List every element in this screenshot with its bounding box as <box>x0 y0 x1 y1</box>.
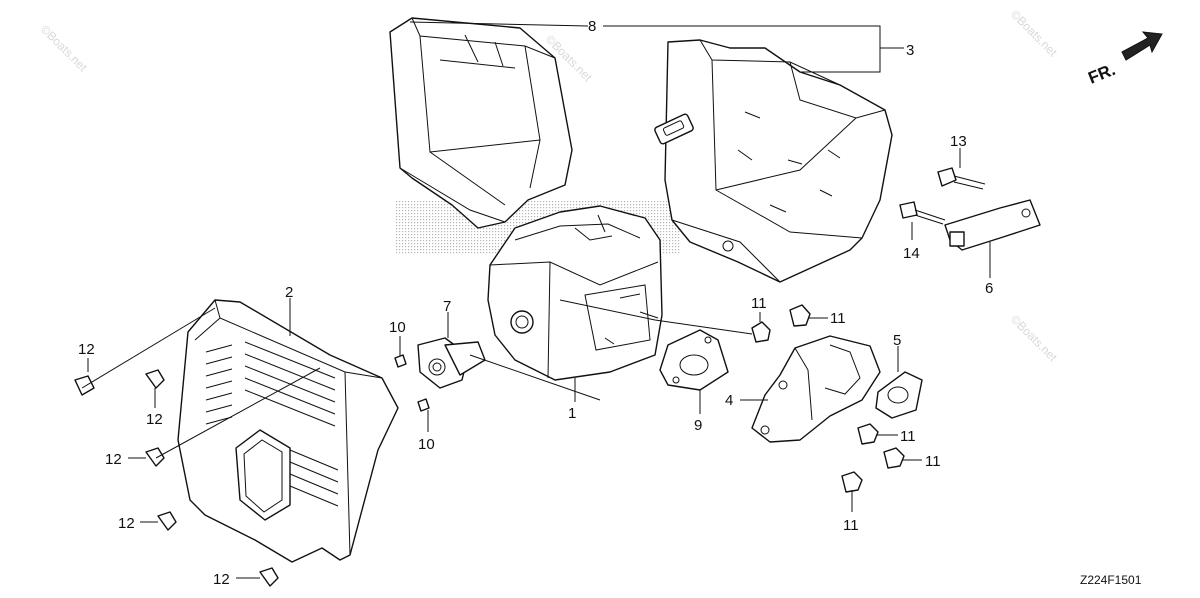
arrow-icon <box>1121 31 1163 61</box>
callout-11-e: 11 <box>843 517 859 534</box>
callout-11-d: 11 <box>925 453 941 470</box>
callout-8: 8 <box>588 18 596 35</box>
part-spark-arrester <box>417 337 486 389</box>
watermark: ©Boats.net <box>1008 312 1060 364</box>
fasteners <box>74 167 986 587</box>
part-heat-shield <box>389 17 573 229</box>
part-bracket <box>944 199 1041 251</box>
callout-4: 4 <box>725 392 733 409</box>
callout-11-c: 11 <box>900 428 916 445</box>
part-gasket-5 <box>875 371 923 419</box>
callout-14: 14 <box>903 245 920 262</box>
callout-13: 13 <box>950 133 967 150</box>
front-label: FR. <box>1086 60 1119 88</box>
callout-2: 2 <box>285 284 293 301</box>
callout-12-b: 12 <box>146 411 163 428</box>
diagram-code: Z224F1501 <box>1080 573 1142 587</box>
callout-5: 5 <box>893 332 901 349</box>
callouts: 8 3 1 2 7 10 10 9 4 5 6 13 14 11 11 11 1… <box>78 18 993 588</box>
callout-7: 7 <box>443 298 451 315</box>
callout-11-b: 11 <box>830 310 846 327</box>
callout-11-a: 11 <box>751 295 767 312</box>
callout-3: 3 <box>906 42 914 59</box>
part-muffler <box>487 205 663 381</box>
front-direction-indicator: FR. <box>1086 31 1163 88</box>
callout-6: 6 <box>985 280 993 297</box>
callout-12-d: 12 <box>118 515 135 532</box>
callout-12-a: 12 <box>78 341 95 358</box>
callout-10-top: 10 <box>389 319 406 336</box>
callout-9: 9 <box>694 417 702 434</box>
part-muffler-cover <box>177 299 399 563</box>
part-gasket-9 <box>659 329 729 391</box>
watermark: ©Boats.net <box>1008 7 1060 59</box>
part-muffler-protector <box>654 39 893 283</box>
callout-10-bottom: 10 <box>418 436 435 453</box>
part-exhaust-pipe <box>751 335 881 443</box>
cover-louvres <box>205 341 339 507</box>
callout-12-c: 12 <box>105 451 122 468</box>
callout-12-e: 12 <box>213 571 230 588</box>
leader-lines <box>81 21 991 579</box>
callout-1: 1 <box>568 405 576 422</box>
watermark: ©Boats.net <box>38 22 90 74</box>
